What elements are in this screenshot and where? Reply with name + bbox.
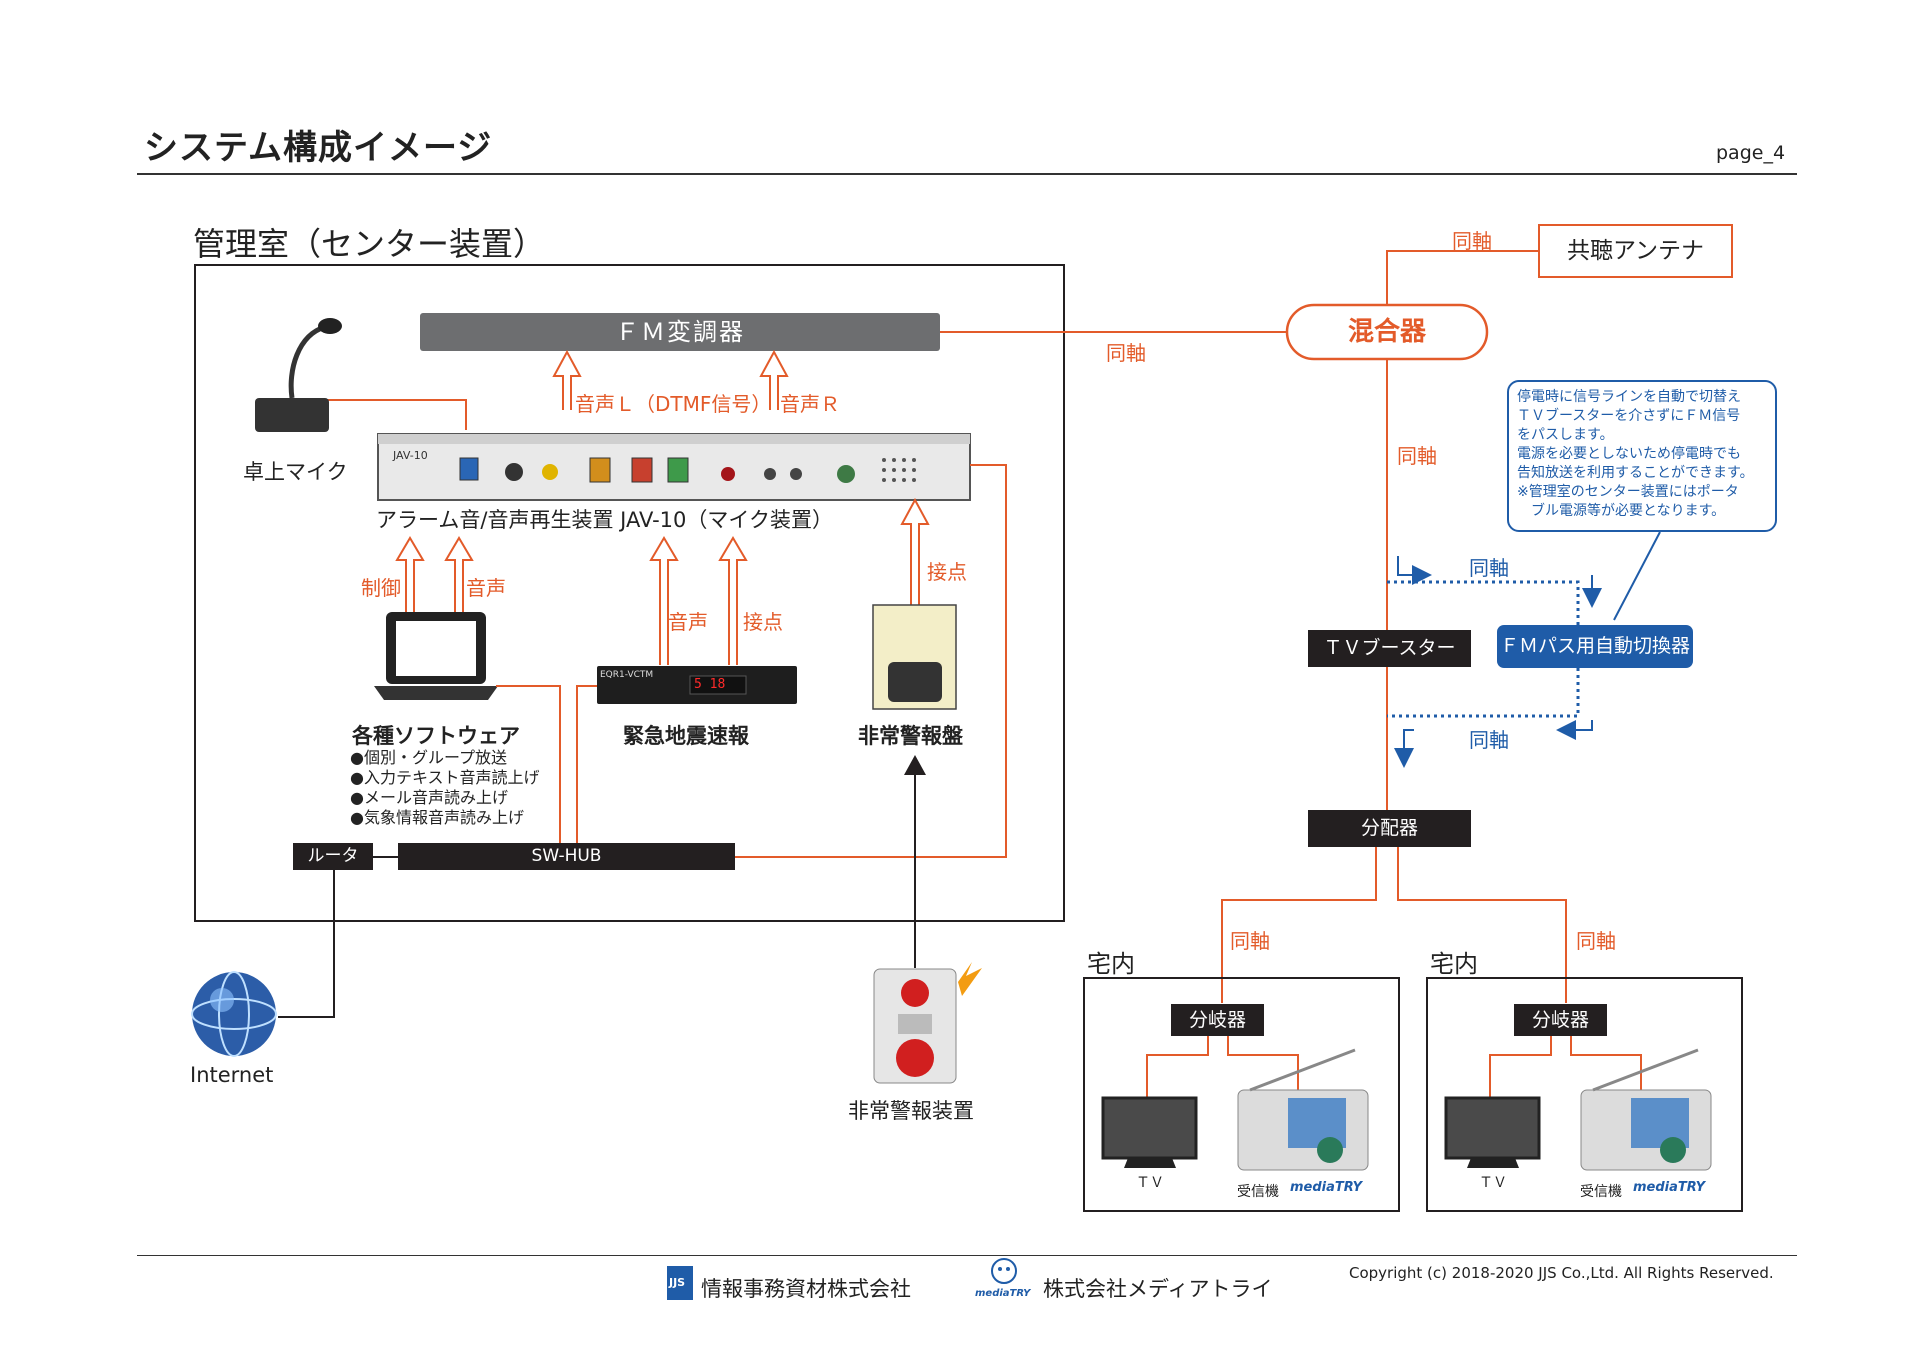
note-line: 停電時に信号ラインを自動で切替え xyxy=(1517,389,1741,405)
home2-rx-line xyxy=(1570,1036,1642,1090)
internet-label: Internet xyxy=(190,1063,274,1087)
software-label: 各種ソフトウェア xyxy=(352,724,520,748)
swhub-box: SW-HUB xyxy=(398,843,735,870)
feature-item: ●個別・グループ放送 xyxy=(350,748,508,767)
alarm-panel-label: 非常警報盤 xyxy=(858,724,963,748)
feature-item: ●入力テキスト音声読上げ xyxy=(350,768,540,787)
control-label: 制御 xyxy=(361,576,401,600)
mixer-label: 混合器 xyxy=(1347,317,1426,347)
home1-brand: mediaTRY xyxy=(1290,1180,1362,1195)
coax-label-home2: 同軸 xyxy=(1576,929,1616,953)
note-line: ※管理室のセンター装置にはポータ xyxy=(1517,484,1739,500)
footer-rule xyxy=(137,1255,1797,1256)
software-features: ●個別・グループ放送 ●入力テキスト音声読上げ ●メール音声読み上げ ●気象情報… xyxy=(350,748,539,828)
coax-label-bypass-bottom: 同軸 xyxy=(1469,728,1509,752)
home1-receiver-label: 受信機 xyxy=(1237,1184,1279,1200)
feature-item: ●メール音声読み上げ xyxy=(350,788,508,807)
note-line: をパスします。 xyxy=(1517,427,1614,443)
jjs-logo-text: JJS xyxy=(669,1276,686,1289)
audio-r-label: 音声Ｒ xyxy=(780,392,840,416)
mic-jav-line xyxy=(324,399,467,430)
flow-arrow-1 xyxy=(1397,556,1432,585)
globe-shape xyxy=(192,972,276,1056)
feature-item: ●気象情報音声読み上げ xyxy=(350,808,524,827)
home1-tv-line xyxy=(1146,1036,1209,1098)
home1-rx-line xyxy=(1227,1036,1299,1090)
page-number: page_4 xyxy=(1716,142,1786,164)
note-callout: 停電時に信号ラインを自動で切替え ＴＶブースターを介さずにＦＭ信号 をパスします… xyxy=(1507,380,1777,532)
coax-home1 xyxy=(1221,847,1377,1003)
note-line: ＴＶブースターを介さずにＦＭ信号 xyxy=(1517,408,1741,424)
note-pointer xyxy=(1613,531,1661,621)
center-room-title: 管理室（センター装置） xyxy=(193,225,546,263)
bypass-top xyxy=(1387,580,1580,630)
page-title: システム構成イメージ xyxy=(144,128,493,168)
coax-label-home1: 同軸 xyxy=(1230,929,1270,953)
audio-label-eew: 音声 xyxy=(668,610,708,634)
mediatry-logo-mark xyxy=(991,1258,1017,1284)
up-arrows xyxy=(395,349,930,665)
home1-tv-label: ＴＶ xyxy=(1136,1175,1164,1191)
desk-mic-label: 卓上マイク xyxy=(243,460,348,484)
contact-label-alarm: 接点 xyxy=(927,560,967,584)
home1-frame xyxy=(1083,977,1400,1212)
home2-title: 宅内 xyxy=(1430,950,1478,978)
home2-tv-label: ＴＶ xyxy=(1479,1175,1507,1191)
home2-brand: mediaTRY xyxy=(1633,1180,1705,1195)
alarm-device-label: 非常警報装置 xyxy=(848,1099,974,1123)
tv-booster-box: ＴＶブースター xyxy=(1308,630,1471,667)
home1-title: 宅内 xyxy=(1087,950,1135,978)
mic-base xyxy=(255,398,329,432)
eew-display: 5 18 xyxy=(694,677,726,692)
fm-switch-box: ＦＭパス用自動切換器 xyxy=(1497,625,1693,668)
flow-arrow-3 xyxy=(1556,720,1593,740)
coax-label-fm: 同軸 xyxy=(1106,341,1146,365)
jav10-label: アラーム音/音声再生装置 JAV-10（マイク装置） xyxy=(376,508,833,532)
coax-label-antenna: 同軸 xyxy=(1452,229,1492,253)
antenna-label: 共聴アンテナ xyxy=(1566,238,1705,264)
router-box: ルータ xyxy=(293,843,373,870)
coax-antenna-mixer xyxy=(1386,250,1539,305)
company2-name: 株式会社メディアトライ xyxy=(1043,1277,1273,1301)
center-room-frame xyxy=(194,264,1065,922)
home2-splitter: 分岐器 xyxy=(1514,1004,1607,1036)
company1-name: 情報事務資材株式会社 xyxy=(701,1277,911,1301)
coax-label-mixer: 同軸 xyxy=(1397,444,1437,468)
audio-l-label: 音声Ｌ（DTMF信号） xyxy=(575,392,772,416)
home2-frame xyxy=(1426,977,1743,1212)
audio-label-laptop: 音声 xyxy=(466,576,506,600)
home2-receiver-label: 受信機 xyxy=(1580,1184,1622,1200)
contact-label-eew: 接点 xyxy=(743,610,783,634)
home2-tv-line xyxy=(1489,1036,1552,1098)
fm-modulator-bar xyxy=(420,313,940,351)
bypass-bottom xyxy=(1387,668,1580,718)
note-line: 告知放送を利用することができます。 xyxy=(1517,465,1754,481)
eew-panel-label: EQR1-VCTM xyxy=(600,670,654,680)
note-line: 電源を必要としないため停電時でも xyxy=(1517,446,1741,462)
home1-devices xyxy=(1101,1048,1369,1171)
note-line: ブル電源等が必要となります。 xyxy=(1517,503,1726,519)
eew-label: 緊急地震速報 xyxy=(623,724,749,748)
flow-arrow-4 xyxy=(1394,729,1414,768)
jjs-logo-mark xyxy=(667,1266,693,1300)
fm-modulator-label: ＦＭ変調器 xyxy=(615,318,745,346)
mediatry-logo-text: mediaTRY xyxy=(975,1288,1031,1299)
copyright: Copyright (c) 2018-2020 JJS Co.,Ltd. All… xyxy=(1349,1264,1774,1282)
home1-splitter: 分岐器 xyxy=(1171,1004,1264,1036)
distributor-box: 分配器 xyxy=(1308,810,1471,847)
home2-devices xyxy=(1444,1048,1712,1171)
coax-label-bypass-top: 同軸 xyxy=(1469,556,1509,580)
header-rule xyxy=(137,173,1797,175)
coax-home2 xyxy=(1397,847,1567,1003)
jav10-panel-label: JAV-10 xyxy=(393,449,428,462)
